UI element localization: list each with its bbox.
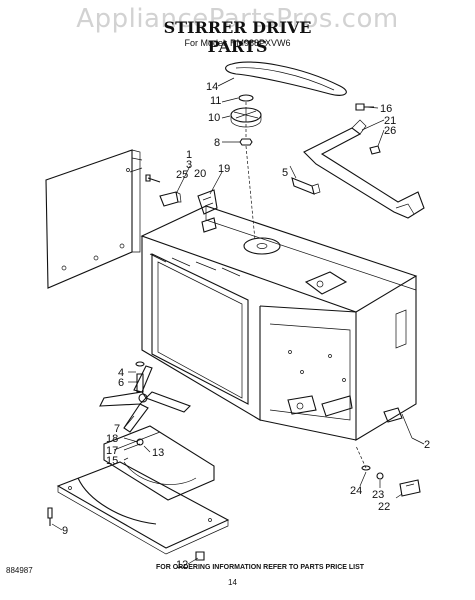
stirrer-blade	[99, 365, 191, 433]
model-line: For Model: RM988PXVW6	[184, 38, 291, 48]
callout-8: 8	[214, 137, 220, 149]
stirrer-guide	[103, 425, 215, 501]
callout-6: 6	[118, 377, 124, 389]
callout-25: 25	[176, 169, 188, 181]
callout-3: 3	[186, 159, 192, 171]
relay	[291, 177, 321, 195]
ordering-note: FOR ORDERING INFORMATION REFER TO PARTS …	[155, 564, 365, 571]
thermostat	[399, 479, 421, 497]
callout-19: 19	[218, 163, 230, 175]
callout-17: 17	[106, 445, 118, 457]
callout-7: 7	[114, 423, 120, 435]
washer	[238, 94, 254, 102]
callout-21: 21	[384, 115, 396, 127]
pulley-fastener	[239, 138, 253, 146]
callout-18: 18	[106, 433, 118, 445]
cover-bracket	[303, 119, 425, 219]
page-title: STIRRER DRIVE PARTS	[163, 18, 312, 56]
bottom-plate	[56, 461, 230, 555]
page-number: 14	[228, 578, 237, 587]
screw	[195, 551, 205, 561]
callout-16: 16	[380, 103, 392, 115]
callout-24: 24	[350, 485, 362, 497]
oven-cavity	[140, 205, 418, 441]
screw	[355, 103, 374, 111]
motor-bracket	[197, 189, 218, 215]
clip	[369, 145, 381, 155]
callout-1: 1	[186, 149, 192, 161]
screw	[47, 507, 53, 526]
screw	[145, 174, 161, 183]
diagram-code: 884987	[6, 566, 33, 575]
callout-23: 23	[372, 489, 384, 501]
callout-26: 26	[384, 125, 396, 137]
callout-4: 4	[118, 367, 124, 379]
watermark: AppliancePartsPros.com	[76, 4, 399, 34]
nut	[376, 472, 384, 480]
callout-22: 22	[378, 501, 390, 513]
callout-12: 12	[176, 559, 188, 571]
stirrer-shaft	[135, 361, 145, 393]
side-shield-panel	[45, 149, 141, 289]
callout-2: 2	[424, 439, 430, 451]
callout-20: 20	[194, 168, 206, 180]
callout-9: 9	[62, 525, 68, 537]
mounting-bracket	[159, 191, 182, 207]
callout-11: 11	[210, 95, 221, 107]
washer	[361, 465, 371, 471]
callout-14: 14	[206, 81, 218, 93]
callout-5: 5	[282, 167, 288, 179]
callout-15: 15	[106, 455, 118, 467]
callout-10: 10	[208, 112, 220, 124]
stirrer-pulley	[230, 107, 262, 128]
leader-lines	[51, 77, 425, 565]
callout-13: 13	[152, 447, 164, 459]
thermal-cutout	[383, 407, 413, 439]
drive-belt	[225, 61, 347, 96]
